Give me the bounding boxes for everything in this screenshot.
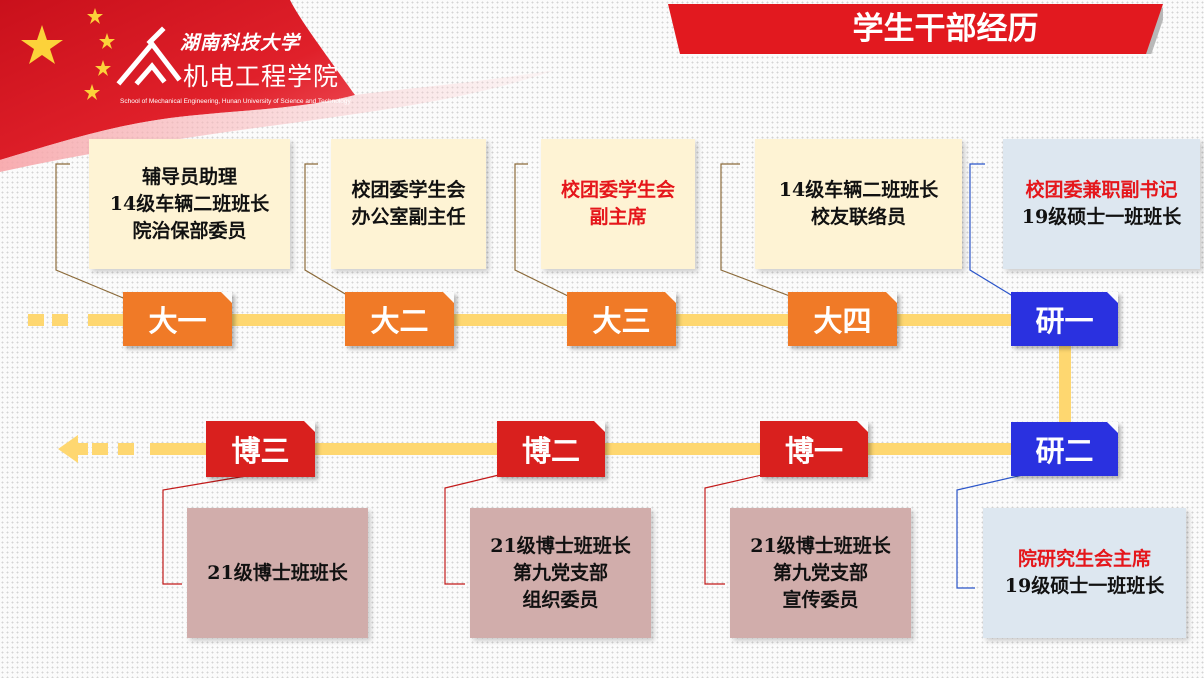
role-text: 辅导员助理	[141, 165, 237, 188]
school-name: 机电工程学院	[183, 62, 340, 91]
stage-label: 大四	[813, 304, 872, 338]
big-star-icon	[21, 25, 63, 64]
role-box-phd2: 21级博士班班长 第九党支部 组织委员	[470, 508, 651, 638]
role-text-highlight: 副主席	[589, 206, 647, 228]
stage-tab-phd1: 博一	[760, 421, 868, 477]
timeline-arrow-left-icon	[58, 435, 88, 463]
stage-label: 大三	[592, 304, 651, 338]
small-star-icon	[84, 84, 100, 100]
role-box-year4: 14级车辆二班班长 校友联络员	[755, 139, 962, 269]
role-text-highlight: 校团委兼职副书记	[1025, 179, 1178, 201]
stage-label: 研一	[1035, 304, 1094, 338]
stage-tab-year4: 大四	[788, 292, 897, 346]
role-text: 19级硕士一班班长	[1021, 206, 1182, 228]
university-name: 湖南科技大学	[180, 32, 301, 54]
stage-label: 研二	[1035, 434, 1094, 468]
timeline-connector-line	[1059, 330, 1071, 430]
role-text: 第九党支部	[772, 561, 868, 584]
role-box-master2: 院研究生会主席 19级硕士一班班长	[983, 508, 1186, 638]
role-text-highlight: 院研究生会主席	[1017, 548, 1151, 570]
role-text: 第九党支部	[512, 561, 608, 584]
stage-tab-year3: 大三	[567, 292, 676, 346]
role-text: 宣传委员	[782, 588, 859, 611]
stage-tab-master1: 研一	[1011, 292, 1118, 346]
role-box-phd3: 21级博士班班长	[187, 508, 368, 638]
school-logo-icon	[116, 26, 182, 86]
role-text: 办公室副主任	[351, 206, 466, 228]
role-box-year3: 校团委学生会 副主席	[541, 139, 695, 269]
small-star-icon	[95, 60, 111, 76]
stage-label: 大一	[148, 304, 207, 338]
title-banner	[668, 4, 1163, 54]
stage-tab-master2: 研二	[1011, 422, 1118, 476]
role-text: 19级硕士一班班长	[1004, 575, 1165, 597]
stage-tab-year2: 大二	[345, 292, 454, 346]
stage-tab-year1: 大一	[123, 292, 232, 346]
role-text: 21级博士班班长	[207, 561, 348, 584]
red-flag-decoration	[0, 0, 555, 172]
role-text-highlight: 校团委学生会	[560, 179, 675, 201]
role-text: 14级车辆二班班长	[778, 179, 939, 201]
role-text: 21级博士班班长	[750, 534, 891, 557]
role-text: 校友联络员	[810, 206, 906, 228]
stage-label: 博二	[521, 434, 580, 468]
timeline-dash	[28, 314, 44, 326]
stage-tab-phd2: 博二	[497, 421, 605, 477]
role-text: 组织委员	[522, 588, 599, 611]
role-box-year1: 辅导员助理 14级车辆二班班长 院治保部委员	[89, 139, 290, 269]
small-star-icon	[87, 8, 103, 24]
role-text: 14级车辆二班班长	[109, 192, 270, 215]
timeline-dash	[118, 443, 134, 455]
school-english-name: School of Mechanical Engineering, Hunan …	[120, 98, 351, 105]
role-text: 校团委学生会	[351, 179, 466, 201]
timeline-dash	[52, 314, 68, 326]
role-box-phd1: 21级博士班班长 第九党支部 宣传委员	[730, 508, 911, 638]
role-text: 21级博士班班长	[490, 534, 631, 557]
stage-label: 博三	[231, 434, 290, 468]
timeline-dash	[92, 443, 108, 455]
stage-label: 博一	[784, 434, 843, 468]
stage-tab-phd3: 博三	[206, 421, 315, 477]
page-title: 学生干部经历	[852, 11, 1039, 47]
role-box-year2: 校团委学生会 办公室副主任	[331, 139, 486, 269]
stage-label: 大二	[370, 304, 429, 338]
role-text: 院治保部委员	[132, 219, 247, 242]
role-box-master1: 校团委兼职副书记 19级硕士一班班长	[1003, 139, 1200, 269]
small-star-icon	[99, 33, 115, 49]
